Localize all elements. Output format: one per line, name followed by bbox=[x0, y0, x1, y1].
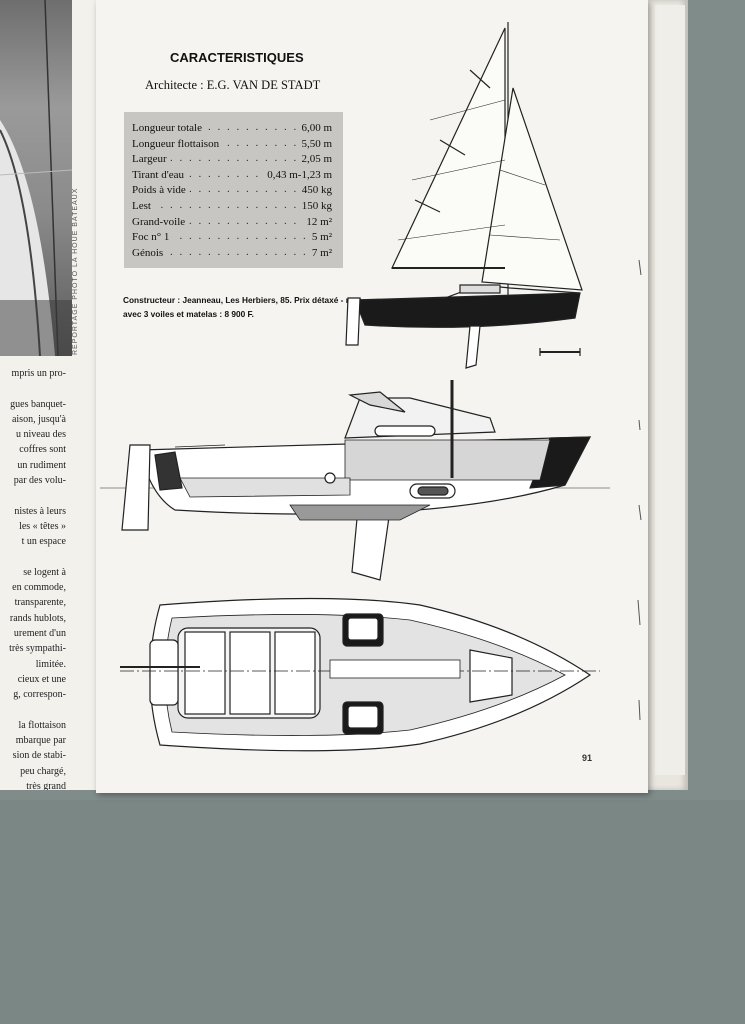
spec-row: . . . . . . . . . . . . . . . . . . . . … bbox=[132, 168, 332, 185]
page-number: 91 bbox=[582, 753, 593, 763]
leader-dots: . . . . . . . . . . . . . . . . . . . . … bbox=[132, 230, 332, 243]
facing-text-line: par des volu- bbox=[13, 475, 66, 487]
facing-text-line: les « têtes » bbox=[19, 520, 66, 532]
facing-text-line: la flottaison bbox=[18, 719, 67, 731]
page-edge-marks bbox=[637, 259, 642, 721]
facing-text-line: très sympathi- bbox=[9, 643, 66, 655]
spec-value: 12 m² bbox=[303, 215, 332, 228]
facing-text-line: sion de stabi- bbox=[12, 750, 66, 762]
builder-info: Constructeur : Jeanneau, Les Herbiers, 8… bbox=[123, 295, 361, 319]
leader-dots: . . . . . . . . . . . . . . . . . . . . … bbox=[132, 199, 332, 211]
spec-value: 450 kg bbox=[298, 184, 332, 197]
deck-plan-drawing bbox=[120, 597, 600, 752]
spec-value: 0,43 m-1,23 m bbox=[264, 168, 332, 181]
spec-row: . . . . . . . . . . . . . . . . . . . . … bbox=[132, 199, 332, 216]
spec-row: . . . . . . . . . . . . . . . . . . . . … bbox=[132, 121, 332, 138]
spec-label: Foc n° 1 bbox=[132, 231, 173, 244]
spec-label: Génois bbox=[132, 246, 167, 259]
facing-page: REPORTAGE PHOTO LA HOUE BATEAUX mpris un… bbox=[0, 0, 96, 790]
spec-value: 5,50 m bbox=[298, 137, 332, 150]
architect-line: Architecte : E.G. VAN DE STADT bbox=[145, 78, 321, 92]
facing-text-line: transparente, bbox=[14, 597, 66, 609]
sailboat-photo-drawing bbox=[0, 0, 72, 356]
spec-label: Grand-voile bbox=[132, 215, 189, 228]
facing-text-line: en commode, bbox=[12, 582, 66, 594]
facing-text-line: g, correspon- bbox=[13, 689, 66, 701]
facing-text-line: peu chargé, bbox=[20, 765, 66, 777]
facing-page-text: mpris un pro- gues banquet-aison, jusqu'… bbox=[0, 366, 96, 790]
specifications-table: . . . . . . . . . . . . . . . . . . . . … bbox=[124, 112, 343, 268]
facing-text-line: u niveau des bbox=[16, 429, 66, 441]
facing-text-line: coffres sont bbox=[19, 444, 66, 456]
facing-text-line: nistes à leurs bbox=[14, 505, 66, 517]
sailboat-photo bbox=[0, 0, 72, 356]
cutaway-profile-drawing bbox=[100, 380, 610, 581]
spec-value: 5 m² bbox=[308, 231, 332, 244]
spec-label: Longueur flottaison bbox=[132, 137, 223, 150]
page-stack-edge-inner bbox=[655, 5, 686, 775]
facing-text-line: un rudiment bbox=[17, 459, 66, 471]
spec-label: Poids à vide bbox=[132, 184, 189, 197]
spec-row: . . . . . . . . . . . . . . . . . . . . … bbox=[132, 137, 332, 154]
facing-text-line: urement d'un bbox=[13, 628, 66, 640]
facing-text-line: mpris un pro- bbox=[11, 368, 66, 379]
spec-label: Largeur bbox=[132, 153, 170, 166]
facing-text-line: cieux et une bbox=[17, 673, 66, 685]
spec-value: 7 m² bbox=[308, 246, 332, 259]
facing-text-line: rands hublots, bbox=[9, 612, 66, 624]
facing-text-line: mbarque par bbox=[15, 735, 66, 747]
facing-text-line: très grand bbox=[26, 781, 66, 790]
scanner-bed bbox=[0, 800, 745, 1024]
spec-value: 150 kg bbox=[298, 200, 332, 212]
facing-text-line: aison, jusqu'à bbox=[11, 413, 66, 425]
facing-text-line: t un espace bbox=[21, 536, 66, 548]
spec-label: Lest bbox=[132, 200, 154, 212]
spec-label: Longueur totale bbox=[132, 122, 205, 134]
sail-plan-drawing bbox=[345, 22, 583, 369]
spec-label: Tirant d'eau bbox=[132, 168, 187, 181]
facing-text-line: limitée. bbox=[35, 658, 66, 670]
spec-row: . . . . . . . . . . . . . . . . . . . . … bbox=[132, 152, 332, 169]
leader-dots: . . . . . . . . . . . . . . . . . . . . … bbox=[132, 245, 332, 258]
spec-row: . . . . . . . . . . . . . . . . . . . . … bbox=[132, 230, 332, 247]
leader-dots: . . . . . . . . . . . . . . . . . . . . … bbox=[132, 152, 332, 165]
spec-row: . . . . . . . . . . . . . . . . . . . . … bbox=[132, 215, 332, 232]
page-title: CARACTERISTIQUES bbox=[170, 50, 304, 65]
spec-row: . . . . . . . . . . . . . . . . . . . . … bbox=[132, 245, 332, 263]
facing-text-line: gues banquet- bbox=[10, 398, 66, 410]
facing-text-line: se logent à bbox=[23, 566, 66, 578]
spec-value: 6,00 m bbox=[298, 122, 332, 134]
spec-value: 2,05 m bbox=[298, 153, 332, 166]
spec-row: . . . . . . . . . . . . . . . . . . . . … bbox=[132, 183, 332, 200]
